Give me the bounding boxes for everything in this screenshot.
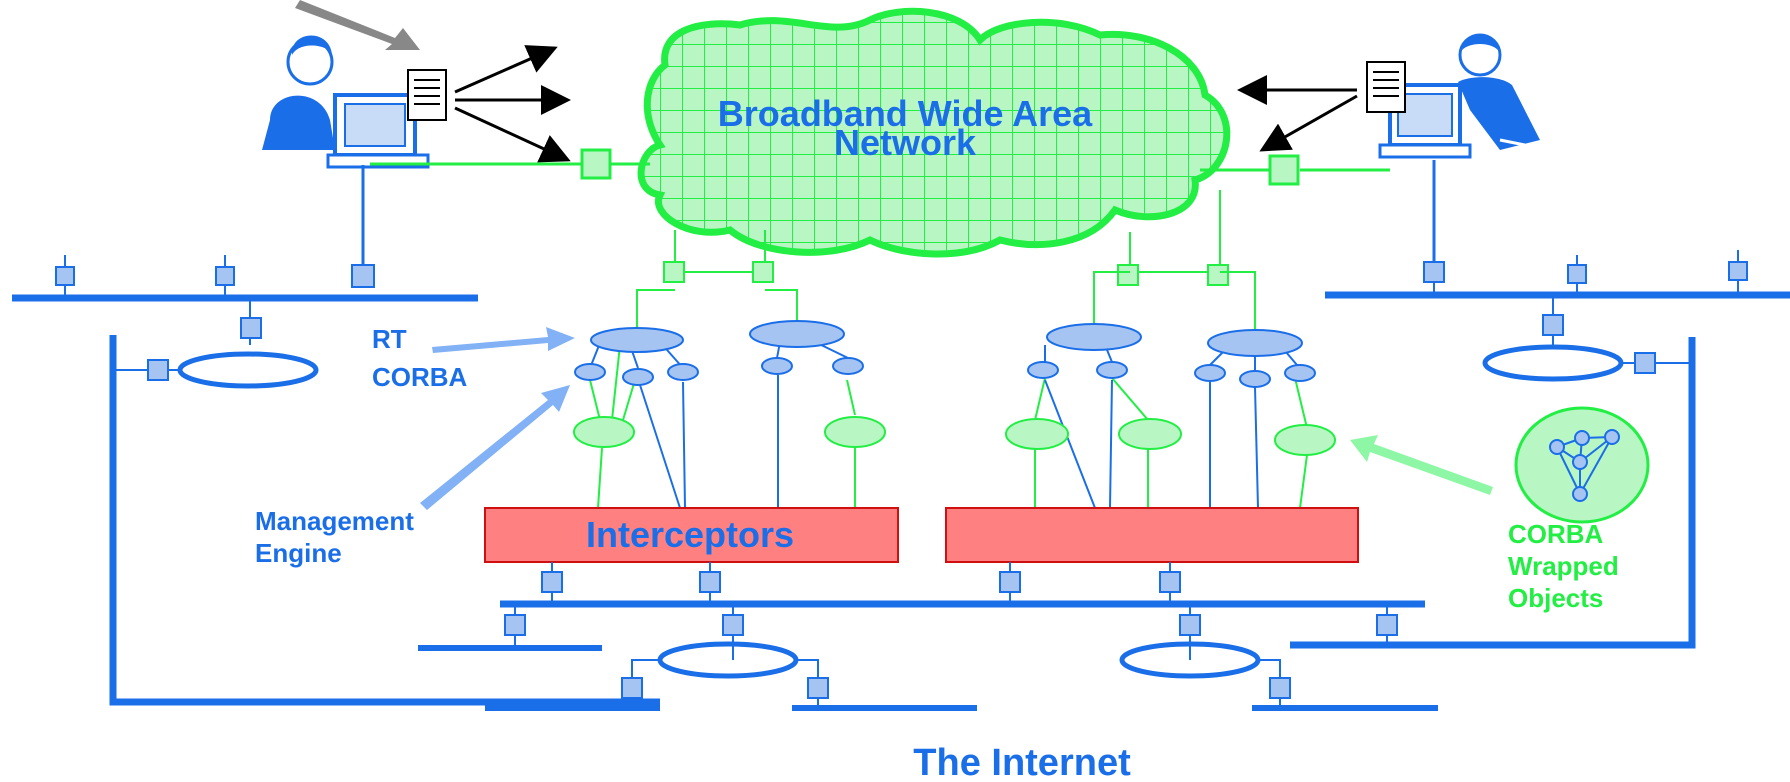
- internet-label: The Internet: [913, 742, 1131, 782]
- token-ring[interactable]: [1482, 344, 1624, 382]
- rt-corba-orb[interactable]: [590, 327, 684, 353]
- network-node[interactable]: [215, 266, 235, 286]
- cloud-subtitle: Network: [834, 122, 977, 163]
- corba-wrapped-object[interactable]: [824, 416, 886, 448]
- corba-label-line1: CORBA: [1508, 519, 1604, 549]
- orb-subnode[interactable]: [1194, 364, 1226, 382]
- outgoing-arrow: [454, 106, 571, 163]
- backbone-cable: [109, 335, 660, 706]
- network-node[interactable]: [1376, 614, 1398, 636]
- network-node[interactable]: [807, 677, 829, 699]
- orb-subnode[interactable]: [1284, 364, 1316, 382]
- corba-object-network-icon: [1514, 406, 1650, 524]
- interceptors-label: Interceptors: [586, 514, 794, 555]
- management-engine-label-line2: Engine: [255, 538, 342, 568]
- token-ring[interactable]: [657, 641, 799, 679]
- network-node[interactable]: [621, 677, 643, 699]
- rt-corba-orb[interactable]: [1046, 323, 1142, 351]
- orb-subnode[interactable]: [667, 363, 699, 381]
- network-node[interactable]: [722, 614, 744, 636]
- orb-subnode[interactable]: [761, 357, 793, 375]
- orb-subnode[interactable]: [832, 357, 864, 375]
- network-node[interactable]: [240, 317, 262, 339]
- incoming-arrow: [1259, 94, 1358, 152]
- network-node[interactable]: [147, 359, 169, 381]
- orb-subnode[interactable]: [622, 368, 654, 386]
- corba-objects-arrow: [1350, 435, 1493, 495]
- management-engine-label-line1: Management: [255, 506, 414, 536]
- network-node[interactable]: [1423, 261, 1445, 283]
- backbone-cable: [1290, 337, 1696, 649]
- orb-subnode[interactable]: [1096, 361, 1128, 379]
- gateway-node[interactable]: [1117, 264, 1139, 286]
- network-node[interactable]: [504, 614, 526, 636]
- token-ring[interactable]: [177, 351, 319, 389]
- cloud-title: Broadband Wide Area: [718, 93, 1093, 134]
- interceptors-box-right[interactable]: [945, 507, 1359, 563]
- network-node[interactable]: [580, 148, 612, 180]
- network-node[interactable]: [1179, 614, 1201, 636]
- corba-wrapped-object[interactable]: [1274, 424, 1336, 456]
- gateway-node[interactable]: [663, 261, 685, 283]
- broadband-network-cloud[interactable]: [637, 7, 1231, 258]
- network-node[interactable]: [1268, 154, 1300, 186]
- orb-subnode[interactable]: [1027, 361, 1059, 379]
- network-node[interactable]: [1634, 352, 1656, 374]
- rt-corba-arrow: [432, 327, 575, 353]
- document-scroll-icon: [407, 69, 447, 121]
- network-node[interactable]: [1159, 571, 1181, 593]
- corba-label-line2: Wrapped: [1508, 551, 1619, 581]
- gateway-node[interactable]: [752, 261, 774, 283]
- network-node[interactable]: [1542, 314, 1564, 336]
- gray-arrow-icon: [295, 0, 420, 50]
- network-node[interactable]: [351, 264, 375, 288]
- network-node[interactable]: [699, 571, 721, 593]
- corba-wrapped-object[interactable]: [1005, 418, 1069, 450]
- person-at-computer-icon: [262, 35, 430, 169]
- network-node[interactable]: [541, 571, 563, 593]
- management-engine-arrow: [420, 385, 570, 510]
- network-node[interactable]: [55, 266, 75, 286]
- network-node[interactable]: [1269, 677, 1291, 699]
- network-node[interactable]: [1728, 261, 1748, 281]
- network-node[interactable]: [1567, 264, 1587, 284]
- corba-label-line3: Objects: [1508, 583, 1603, 613]
- rt-corba-orb[interactable]: [1207, 329, 1303, 357]
- corba-wrapped-object[interactable]: [1118, 418, 1182, 450]
- rt-corba-orb[interactable]: [749, 320, 845, 348]
- orb-subnode[interactable]: [1239, 370, 1271, 388]
- document-scroll-icon: [1366, 61, 1406, 113]
- orb-subnode[interactable]: [574, 363, 606, 381]
- rt-corba-label-line2: CORBA: [372, 362, 468, 392]
- gateway-node[interactable]: [1207, 264, 1229, 286]
- interceptors-box-left[interactable]: [484, 507, 899, 563]
- outgoing-arrow: [454, 45, 558, 94]
- network-node[interactable]: [999, 571, 1021, 593]
- corba-wrapped-object[interactable]: [573, 416, 635, 448]
- rt-corba-label-line1: RT: [372, 324, 407, 354]
